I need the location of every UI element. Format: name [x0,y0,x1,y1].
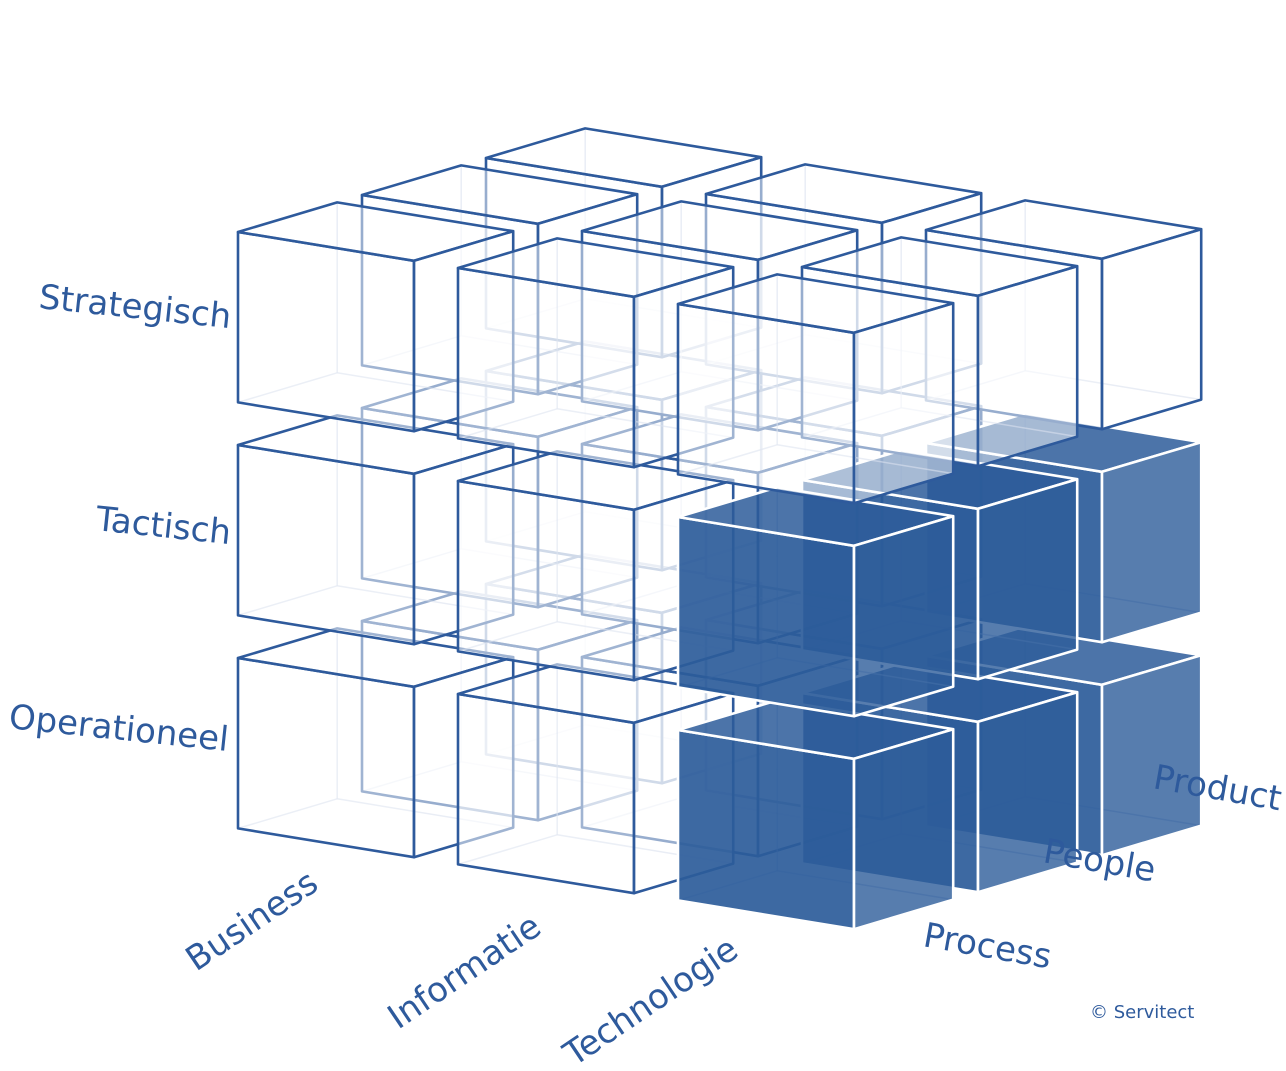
cube-side-face [852,727,955,931]
row-label-strategic: Strategisch [37,277,233,337]
cube-side-face [976,690,1079,894]
cube-side-face [976,477,1079,681]
column-label-information: Informatie [381,906,549,1037]
cube-side-face [852,301,955,505]
column-label-business: Business [179,862,326,979]
cube-front-face [456,266,636,469]
row-label-operational: Operationeel [7,697,230,760]
column-label-technology: Technologie [556,929,746,1071]
cube-side-face [1100,227,1203,431]
cube-side-face [976,264,1079,468]
cube-front-face [676,728,856,931]
cube-technologie-tactisch-layer-1 [676,486,955,718]
cube-front-face [456,479,636,682]
cube-front-face [456,692,636,895]
cube-front-face [236,443,416,646]
cube-technologie-operationeel-layer-1 [676,699,955,931]
copyright-text: © Servitect [1090,1002,1194,1023]
cube-front-face [676,302,856,505]
cube-grid [236,127,1203,931]
cube-technologie-strategisch-layer-1 [676,273,955,505]
row-label-tactical: Tactisch [93,499,233,553]
cube-front-face [236,656,416,859]
cube-side-face [852,514,955,718]
depth-label-process: Process [920,915,1054,977]
cube-front-face [236,230,416,433]
cube-side-face [1100,653,1203,857]
cube-front-face [676,515,856,718]
cube-side-face [1100,440,1203,644]
